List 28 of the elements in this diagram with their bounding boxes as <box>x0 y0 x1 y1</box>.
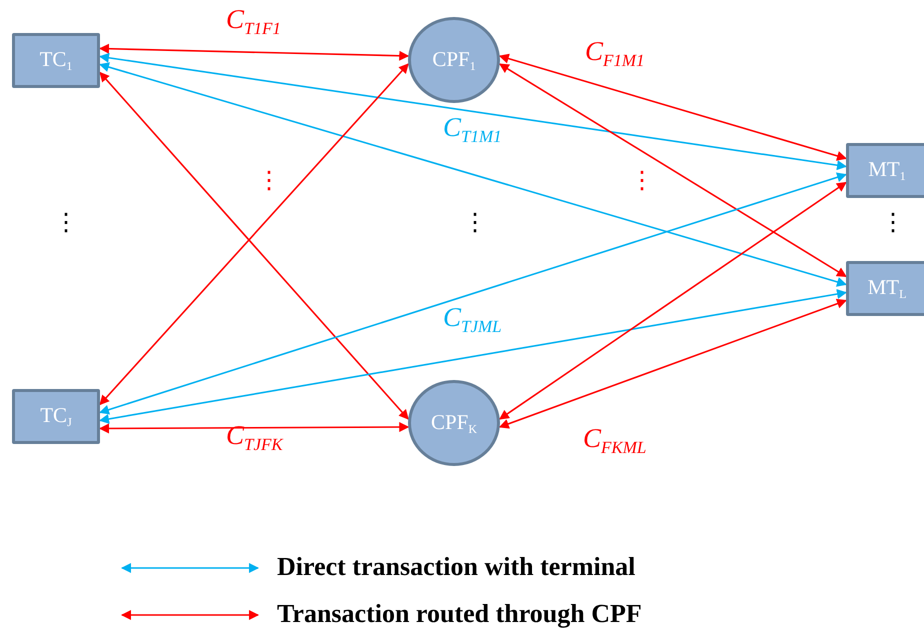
ellipsis-mark: ⋮ <box>881 210 905 234</box>
edge-label: C$_{T1M1}$ <box>443 112 502 147</box>
terminal-box: TC$_{1}$ <box>12 33 100 88</box>
processor-ellipse: CPF$_{1}$ <box>408 17 500 103</box>
arrow <box>99 62 847 287</box>
legend-text: Direct transaction with terminal <box>277 552 636 582</box>
arrow <box>498 54 847 161</box>
arrow <box>99 289 847 424</box>
terminal-box: MT$_{1}$ <box>846 143 924 198</box>
arrow <box>498 63 847 278</box>
arrow <box>99 422 410 434</box>
arrow <box>498 182 847 420</box>
legend-text: Transaction routed through CPF <box>277 599 642 629</box>
ellipsis-mark: ⋮ <box>630 168 654 192</box>
processor-ellipse: CPF$_{K}$ <box>408 380 500 466</box>
edge-label: C$_{TJML}$ <box>443 302 502 337</box>
arrow <box>99 44 410 61</box>
terminal-box: MT$_{L}$ <box>846 261 924 316</box>
edge-label: C$_{T1F1}$ <box>226 4 281 39</box>
terminal-box: TC$_{J}$ <box>12 389 100 444</box>
arrow <box>99 52 847 170</box>
edge-label: C$_{F1M1}$ <box>585 36 645 71</box>
arrow <box>99 172 847 415</box>
ellipsis-mark: ⋮ <box>54 210 78 234</box>
ellipsis-mark: ⋮ <box>463 210 487 234</box>
ellipsis-mark: ⋮ <box>257 168 281 192</box>
arrow <box>498 298 847 429</box>
edge-label: C$_{FKML}$ <box>583 423 646 458</box>
